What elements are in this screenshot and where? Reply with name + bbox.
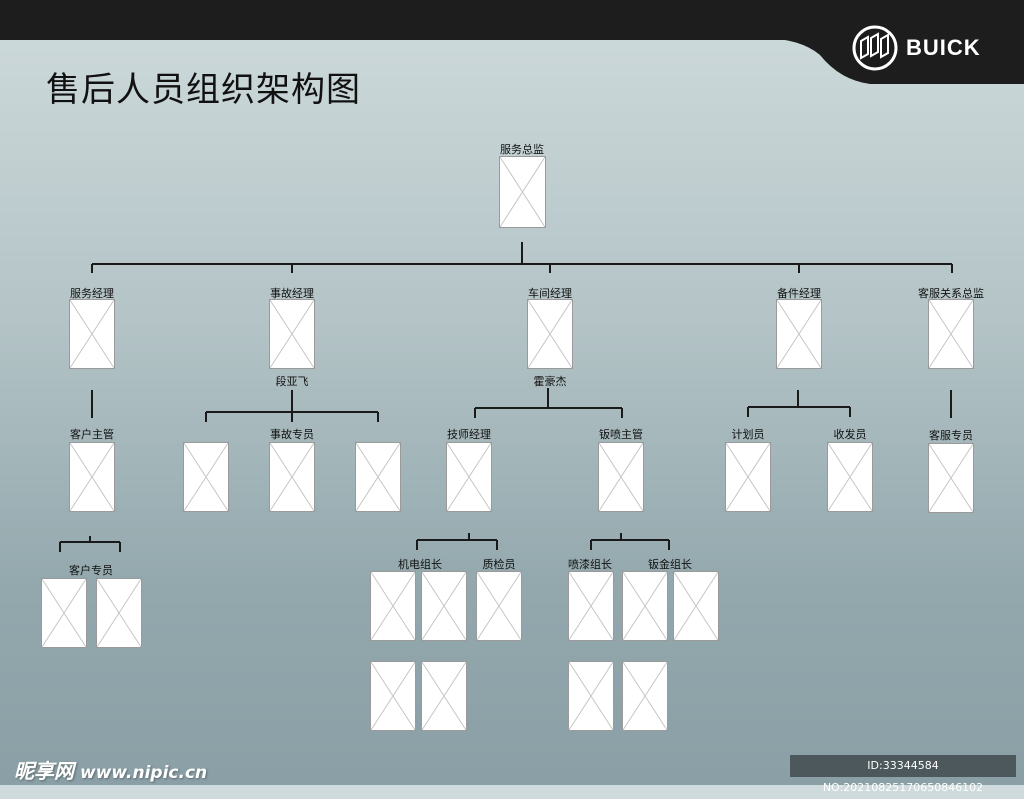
workshop-manager-label: 车间经理 (528, 287, 572, 300)
photo-placeholder-service-manager (69, 299, 115, 369)
director-label: 服务总监 (500, 143, 544, 156)
paint-leader-label: 喷漆组长 (568, 558, 612, 571)
image-id-bar: ID:33344584 NO:20210825170650846102 (790, 755, 1016, 794)
photo-placeholder-receiver (827, 442, 873, 512)
photo-placeholder-paint-leader (568, 571, 614, 641)
photo-placeholder-accident-specialist (355, 442, 401, 512)
page-title: 售后人员组织架构图 (46, 70, 361, 110)
photo-placeholder-bodypaint-supervisor (598, 442, 644, 512)
photo-placeholder-electro-leader (370, 571, 416, 641)
bodypaint-supervisor-label: 钣喷主管 (599, 428, 643, 441)
planner-label: 计划员 (731, 428, 765, 441)
buick-emblem-icon (852, 25, 898, 71)
photo-placeholder-sheetmetal-leader (673, 571, 719, 641)
service-manager-label: 服务经理 (70, 287, 114, 300)
header-logo-tab (760, 0, 1024, 84)
photo-placeholder-sheetmetal-leader (622, 571, 668, 641)
photo-placeholder-cr-director (928, 299, 974, 369)
receiver-label: 收发员 (833, 428, 867, 441)
photo-placeholder-customer-specialist (96, 578, 142, 648)
accident-specialist-label: 事故专员 (270, 428, 314, 441)
sheetmetal-leader-label: 钣金组长 (648, 558, 692, 571)
parts-manager-label: 备件经理 (777, 287, 821, 300)
photo-placeholder-director (499, 156, 546, 228)
photo-placeholder-electro-leader (421, 571, 467, 641)
photo-placeholder-accident-specialist (183, 442, 229, 512)
photo-placeholder-planner (725, 442, 771, 512)
customer-supervisor-label: 客户主管 (70, 428, 114, 441)
brand-name: BUICK (906, 35, 981, 60)
photo-placeholder-paint-member (568, 661, 614, 731)
customer-specialist-label: 客户专员 (69, 564, 113, 577)
electro-leader-label: 机电组长 (398, 558, 442, 571)
accident-manager-name: 段亚飞 (275, 375, 309, 388)
cs-specialist-label: 客服专员 (929, 429, 973, 442)
photo-placeholder-parts-manager (776, 299, 822, 369)
photo-placeholder-accident-specialist (269, 442, 315, 512)
inspector-label: 质检员 (482, 558, 516, 571)
photo-placeholder-electro-member (370, 661, 416, 731)
photo-placeholder-workshop-manager (527, 299, 573, 369)
tech-manager-label: 技师经理 (447, 428, 491, 441)
photo-placeholder-accident-manager (269, 299, 315, 369)
watermark: 昵享网 www.nipic.cn (14, 755, 207, 784)
workshop-manager-name: 霍豪杰 (533, 375, 567, 388)
cr-director-label: 客服关系总监 (918, 287, 984, 300)
photo-placeholder-customer-specialist (41, 578, 87, 648)
photo-placeholder-tech-manager (446, 442, 492, 512)
photo-placeholder-customer-supervisor (69, 442, 115, 512)
accident-manager-label: 事故经理 (270, 287, 314, 300)
photo-placeholder-electro-member (421, 661, 467, 731)
watermark-url: www.nipic.cn (80, 763, 208, 783)
photo-placeholder-cs-specialist (928, 443, 974, 513)
photo-placeholder-sheetmetal-member (622, 661, 668, 731)
photo-placeholder-inspector (476, 571, 522, 641)
watermark-brand: 昵享网 (14, 759, 74, 783)
